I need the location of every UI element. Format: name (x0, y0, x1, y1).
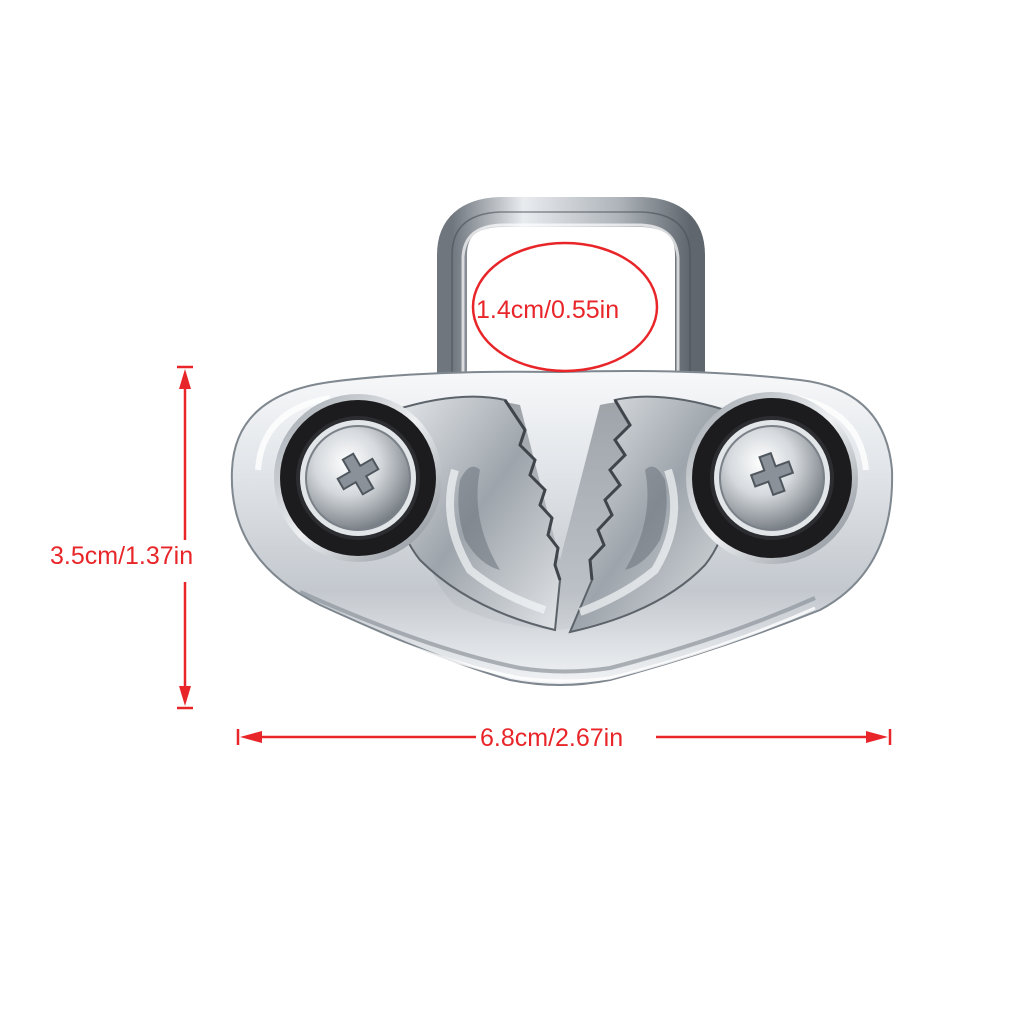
fairlead-loop (437, 197, 705, 385)
loop-dimension-label: 1.4cm/0.55in (476, 296, 620, 324)
loop-measure-ellipse (471, 241, 659, 373)
height-dimension-label: 3.5cm/1.37in (48, 541, 196, 571)
width-dimension-label: 6.8cm/2.67in (478, 723, 626, 753)
left-screw (274, 394, 442, 562)
right-screw (686, 392, 858, 564)
width-dimension-arrow (236, 729, 892, 745)
height-dimension-arrow (177, 365, 193, 710)
